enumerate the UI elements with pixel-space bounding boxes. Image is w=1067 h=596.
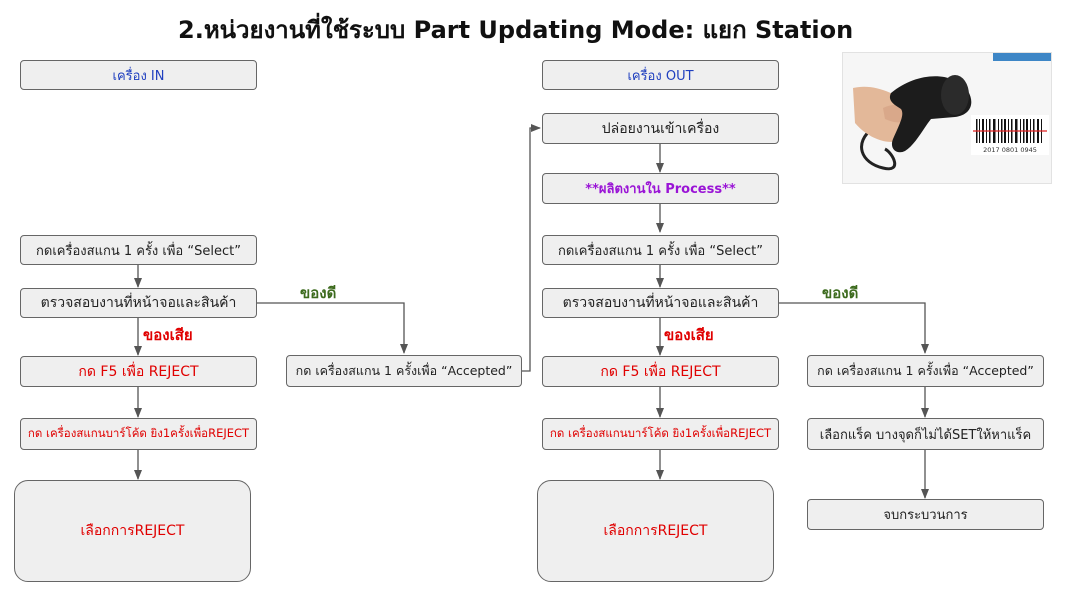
right-bad-label: ของเสีย [664,326,714,344]
barcode-scanner-icon: 2017 0801 0945 [843,53,1051,183]
right-accepted-step: กด เครื่องสแกน 1 ครั้งเพื่อ “Accepted” [807,355,1044,387]
left-bad-label: ของเสีย [143,326,193,344]
left-check-step: ตรวจสอบงานที่หน้าจอและสินค้า [20,288,257,318]
barcode-scanner-photo: 2017 0801 0945 [842,52,1052,184]
right-end-step: จบกระบวนการ [807,499,1044,530]
right-check-step: ตรวจสอบงานที่หน้าจอและสินค้า [542,288,779,318]
right-scan-select-step: กดเครื่องสแกน 1 ครั้ง เพื่อ “Select” [542,235,779,265]
right-release-step: ปล่อยงานเข้าเครื่อง [542,113,779,144]
right-scan-reject-step: กด เครื่องสแกนบาร์โค้ด ยิง1ครั้งเพื่อREJ… [542,418,779,450]
right-process-step: **ผลิตงานใน Process** [542,173,779,204]
header-machine-out: เครื่อง OUT [542,60,779,90]
left-good-label: ของดี [300,284,337,302]
right-good-label: ของดี [822,284,859,302]
page-title: 2.หน่วยงานที่ใช้ระบบ Part Updating Mode:… [178,16,854,44]
left-choose-reject-step: เลือกการREJECT [14,480,251,582]
barcode-number: 2017 0801 0945 [983,146,1037,154]
left-scan-select-step: กดเครื่องสแกน 1 ครั้ง เพื่อ “Select” [20,235,257,265]
header-machine-in: เครื่อง IN [20,60,257,90]
left-scan-reject-step: กด เครื่องสแกนบาร์โค้ด ยิง1ครั้งเพื่อREJ… [20,418,257,450]
right-reject-step: กด F5 เพื่อ REJECT [542,356,779,387]
left-accepted-step: กด เครื่องสแกน 1 ครั้งเพื่อ “Accepted” [286,355,522,387]
left-reject-step: กด F5 เพื่อ REJECT [20,356,257,387]
right-select-rack-step: เลือกแร็ค บางจุดก็ไม่ได้SETให้หาแร็ค [807,418,1044,450]
right-choose-reject-step: เลือกการREJECT [537,480,774,582]
